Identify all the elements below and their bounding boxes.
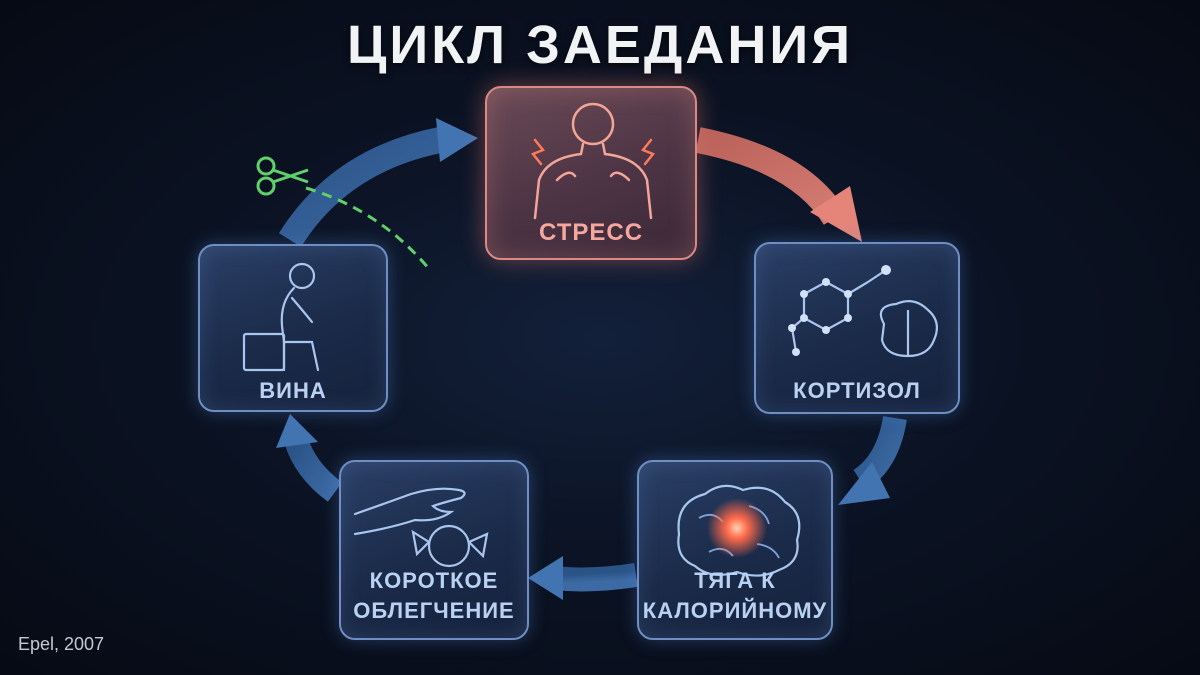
node-guilt-label: ВИНА [259, 378, 327, 403]
node-craving: ТЯГА К КАЛОРИЙНОМУ [637, 460, 833, 640]
arrow-stress-to-cortisol [695, 127, 862, 242]
node-relief: КОРОТКОЕ ОБЛЕГЧЕНИЕ [339, 460, 529, 640]
hand-candy-icon [353, 487, 489, 568]
node-relief-label-line2: ОБЛЕГЧЕНИЕ [353, 598, 515, 623]
arrow-relief-to-guilt [276, 414, 343, 502]
arrow-guilt-to-stress [278, 118, 478, 248]
node-stress: СТРЕСС [485, 86, 697, 260]
node-craving-label-line1: ТЯГА К [694, 568, 776, 593]
node-craving-label-line2: КАЛОРИЙНОМУ [642, 598, 828, 623]
node-guilt: ВИНА [198, 244, 388, 412]
node-cortisol: КОРТИЗОЛ [754, 242, 960, 414]
arrow-craving-to-relief [528, 556, 638, 600]
scissors-icon [256, 156, 309, 196]
citation: Epel, 2007 [18, 634, 105, 654]
stressed-person-icon [530, 102, 656, 220]
sad-sitting-person-icon [242, 262, 320, 372]
page-title: ЦИКЛ ЗАЕДАНИЯ [346, 15, 854, 75]
node-stress-label: СТРЕСС [538, 219, 644, 246]
molecule-brain-icon [788, 265, 939, 358]
glowing-brain-icon [677, 484, 801, 577]
arrow-cortisol-to-craving [838, 415, 907, 505]
node-cortisol-label: КОРТИЗОЛ [793, 378, 921, 403]
cut-line [305, 186, 432, 271]
node-relief-label-line1: КОРОТКОЕ [369, 568, 499, 593]
